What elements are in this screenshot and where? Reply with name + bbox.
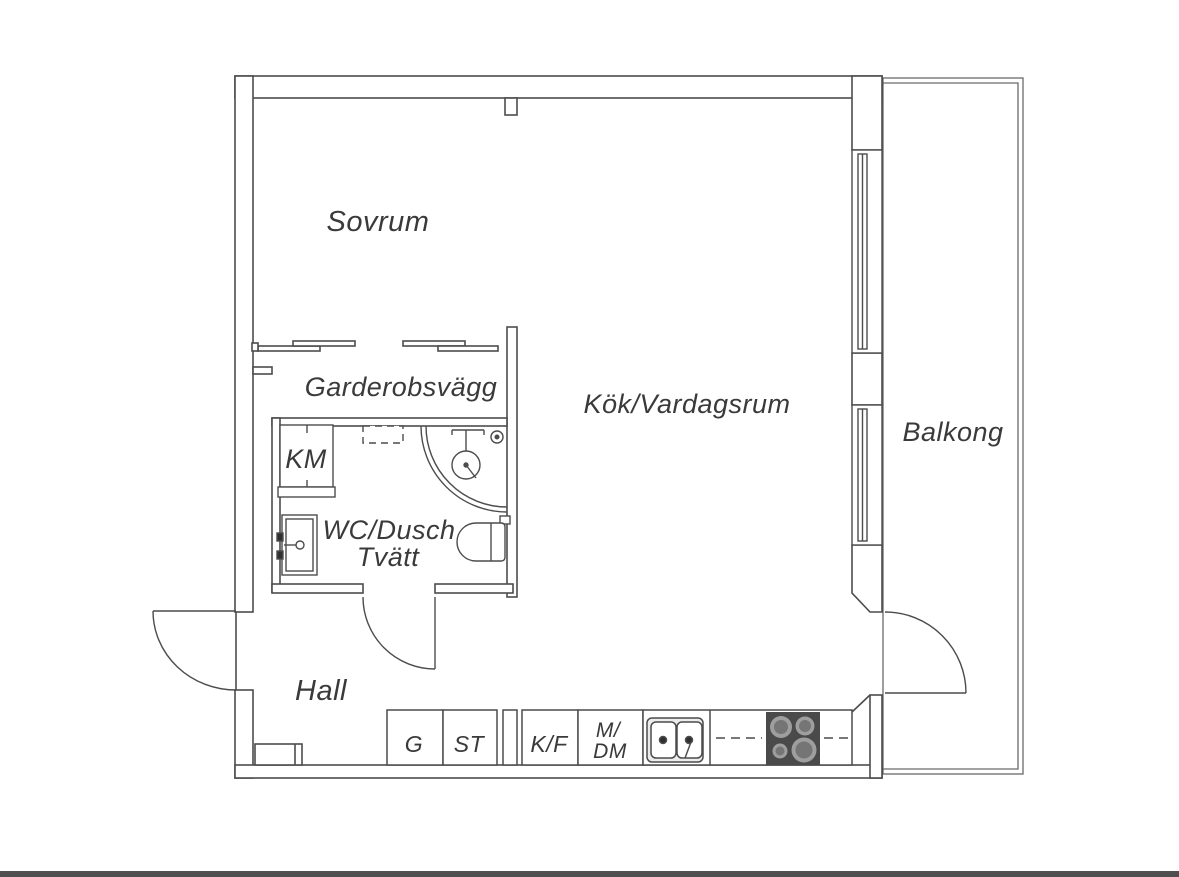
balcony-label: Balkong — [902, 417, 1003, 447]
wall-connector-left — [252, 366, 273, 375]
counter-divider-wall — [502, 709, 518, 766]
sink-drain-left — [658, 735, 668, 745]
balcony-inner-edge — [883, 82, 1019, 770]
cabinet-mdm-label-line2: DM — [593, 740, 627, 763]
shower-door-handle — [499, 515, 511, 525]
burner-bottom-left-inner — [775, 746, 785, 756]
balcony-door-swing — [884, 611, 967, 694]
wall-right-top-block — [851, 75, 883, 151]
balcony-outer-edge — [882, 77, 1024, 775]
washing-machine-label: KM — [285, 444, 327, 474]
bathroom-door-swing — [362, 596, 436, 670]
washbasin-valve-bottom — [276, 550, 284, 560]
washbasin-tap-icon — [295, 540, 305, 550]
wardrobe-sliding-door-1b — [292, 340, 356, 347]
washing-machine-counter — [277, 486, 336, 498]
stove — [766, 712, 820, 765]
bathroom-label-line2: Tvätt — [357, 542, 421, 572]
wall-bathroom-bottom-right — [434, 583, 514, 594]
room-labels: Sovrum Garderobsvägg KM WC/Dusch Tvätt H… — [285, 206, 1003, 763]
burner-top-left-inner — [774, 720, 788, 734]
bedroom-label: Sovrum — [327, 206, 430, 238]
doors — [152, 596, 967, 694]
wall-top — [234, 75, 883, 99]
hall-label: Hall — [295, 675, 348, 707]
shower-head-handle — [465, 464, 477, 479]
bathroom-fixtures — [276, 424, 511, 576]
dashed-cabinet — [362, 425, 404, 444]
wall-bathroom-bottom-left — [271, 583, 364, 594]
hall-duct-notch — [254, 743, 303, 766]
burner-bottom-right-inner — [795, 741, 813, 759]
burner-top-right-inner — [799, 720, 811, 732]
floor-drain-dot — [494, 434, 500, 440]
cabinet-kf-label: K/F — [530, 731, 569, 757]
wall-right-mid-block — [851, 352, 883, 406]
wall-right-above-balcony-door — [851, 544, 883, 613]
sink-faucet-icon — [684, 741, 692, 759]
wall-partition-kitchen — [506, 326, 518, 598]
page-bottom-bar — [0, 871, 1179, 877]
cabinet-mdm-label-line1: M/ — [596, 719, 622, 742]
wall-stub-top — [504, 97, 518, 116]
cabinet-st — [442, 709, 498, 766]
bathroom-label-line1: WC/Dusch — [322, 515, 455, 545]
kitchen-living-label: Kök/Vardagsrum — [583, 389, 790, 419]
wall-right-below-balcony-door — [869, 694, 883, 779]
wardrobe-wall-label: Garderobsvägg — [305, 372, 498, 402]
washbasin-valve-top — [276, 532, 284, 542]
entrance-door-swing — [152, 610, 237, 691]
wardrobe-sliding-door-2b — [437, 345, 499, 352]
toilet-icon — [456, 522, 506, 562]
wall-chamfer-at-counter-end — [851, 694, 871, 713]
cabinet-g-label: G — [405, 731, 423, 757]
wardrobe-sliding-door-2a — [402, 340, 466, 347]
wall-bottom — [234, 764, 883, 779]
sink-drain-right — [684, 735, 694, 745]
balcony-outline — [882, 77, 1024, 775]
windows — [851, 149, 883, 546]
wall-left-upper — [234, 75, 254, 613]
cabinet-mdm — [577, 709, 644, 766]
wardrobe-end-stub — [251, 342, 259, 352]
cabinet-st-label: ST — [454, 731, 486, 757]
wall-bathroom-left — [271, 417, 281, 593]
